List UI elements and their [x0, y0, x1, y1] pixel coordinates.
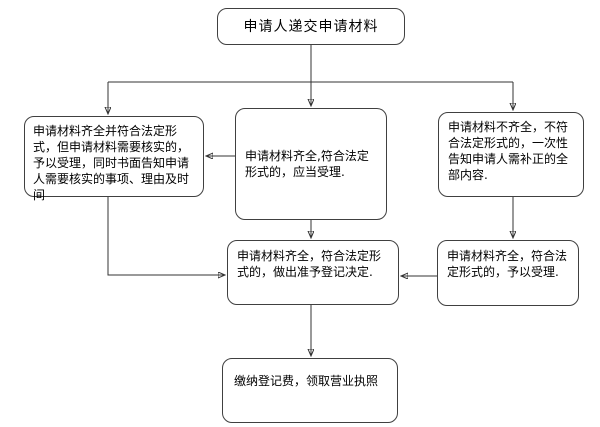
node-accepted-needs-verification: 申请材料齐全并符合法定形式，但申请材料需要核实的，予以受理，同时书面告知申请人需… [24, 116, 204, 202]
node-incomplete-notify-corrections: 申请材料不齐全，不符合法定形式的，一次性告知申请人需补正的全部内容. [438, 112, 584, 197]
node-submit-materials: 申请人递交申请材料 [217, 8, 405, 45]
node-pay-fee-get-license: 缴纳登记费，领取营业执照 [222, 358, 398, 423]
node-complete-accepted: 申请材料齐全，符合法定形式的，予以受理. [437, 240, 579, 306]
node-registration-decision: 申请材料齐全，符合法定形式的，做出准予登记决定. [227, 240, 399, 305]
node-complete-should-accept: 申请材料齐全,符合法定形式的，应当受理. [235, 108, 387, 220]
edge-verify-to-decision [107, 197, 225, 275]
